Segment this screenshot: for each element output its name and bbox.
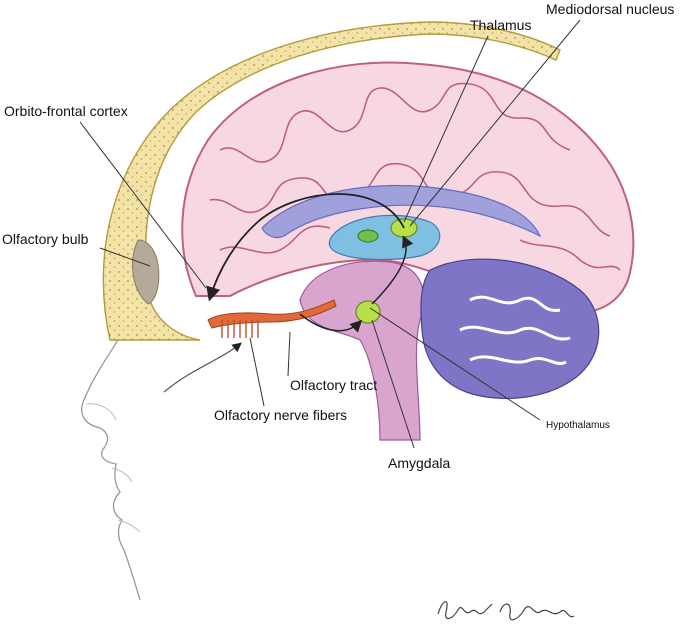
skull-texture <box>103 22 560 340</box>
label-hypothalamus: Hypothalamus <box>546 420 610 431</box>
cortex-gyri <box>209 82 621 271</box>
pathway-amygdala-to-thalamus <box>371 235 414 305</box>
corpus-callosum <box>261 184 542 239</box>
label-olfactory-tract: Olfactory tract <box>290 377 377 393</box>
label-thalamus: Thalamus <box>470 17 531 33</box>
artist-signature <box>437 601 575 621</box>
cerebellum-folia <box>459 295 571 365</box>
label-olfactory-bulb: Olfactory bulb <box>2 231 89 247</box>
pathway-tract-to-amygdala <box>299 313 363 333</box>
leader-amygdala <box>371 319 415 449</box>
label-amygdala: Amygdala <box>388 455 450 471</box>
thalamus-nucleus <box>357 229 379 243</box>
leader-thalamus <box>403 35 489 223</box>
olfactory-nerve-fibers-shape <box>221 320 259 338</box>
leader-mediodorsal <box>409 19 581 227</box>
pathway-nose-to-bulb <box>163 342 242 393</box>
leader-olfactory-nerve <box>249 337 265 407</box>
amygdala-shape <box>355 300 381 324</box>
leader-olfactory-bulb <box>99 247 151 267</box>
frontal-sinus <box>132 239 160 305</box>
face-shading <box>85 403 141 533</box>
leader-orbitofrontal <box>79 121 207 289</box>
label-orbitofrontal-cortex: Orbito-frontal cortex <box>4 103 128 119</box>
label-olfactory-nerve-fibers: Olfactory nerve fibers <box>214 407 347 423</box>
label-mediodorsal-nucleus: Mediodorsal nucleus <box>546 1 674 17</box>
face-profile <box>81 339 141 601</box>
leader-hypothalamus <box>369 307 541 421</box>
leader-olfactory-tract <box>287 331 291 377</box>
pathway-to-orbitofrontal <box>206 193 405 302</box>
